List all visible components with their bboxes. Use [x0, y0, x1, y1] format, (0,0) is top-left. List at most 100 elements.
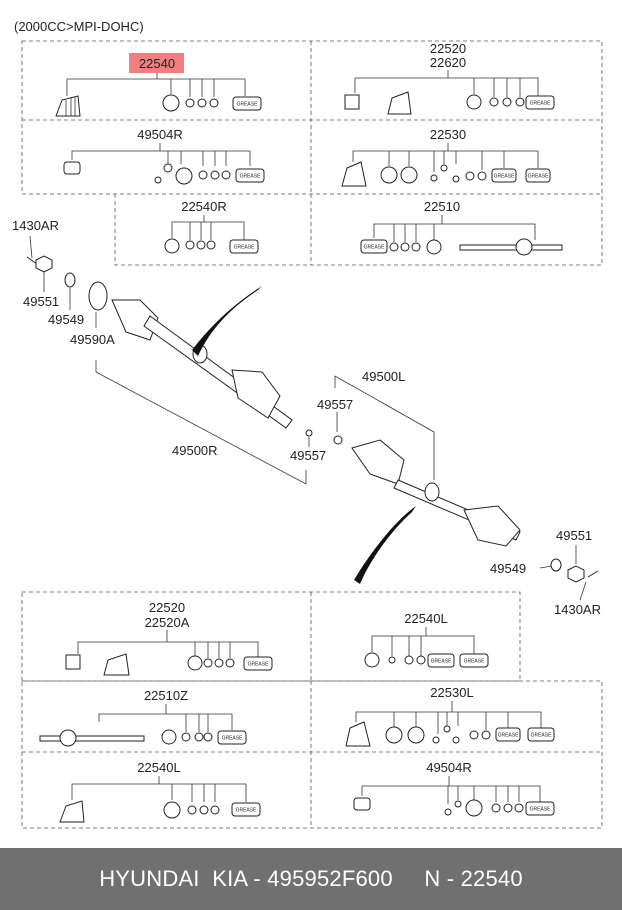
bottom-kit-group: 22520 22520A GREASE 22540L GREASE GREASE [21, 591, 603, 829]
kit-22530l-label: 22530L [430, 685, 473, 700]
part-number-caption: HYUNDAI KIA - 495952F600 N - 22540 [99, 866, 523, 891]
kit-22520-bottom[interactable]: 22520 22520A GREASE [65, 600, 273, 676]
kit-22530l[interactable]: 22530L GREASE GREASE [345, 685, 555, 747]
boot-icon [55, 95, 81, 117]
svg-text:GREASE: GREASE [530, 101, 552, 107]
inner-cv-joint-icon [351, 439, 405, 485]
kit-22540-top[interactable]: 22540 GREASE [55, 53, 262, 117]
section-marker-icon [192, 286, 262, 356]
grease-pack-icon [243, 656, 273, 671]
washer-icon [64, 272, 76, 288]
boot-icon [341, 161, 367, 187]
cotter-pin-icon [587, 570, 599, 578]
callout-49557-right[interactable]: 49557 [290, 448, 326, 463]
kit-49504r-bottom[interactable]: 49504R GREASE [353, 760, 555, 817]
kit-22530-top[interactable]: 22530 GREASE GREASE [341, 127, 551, 187]
cotter-pin-icon [26, 256, 38, 265]
splined-shaft-icon [459, 244, 563, 251]
svg-text:GREASE: GREASE [222, 736, 244, 742]
clamp-ring-icon [162, 94, 180, 112]
callout-1430ar-left[interactable]: 1430AR [554, 602, 601, 617]
kit-22520a-label: 22520A [145, 615, 190, 630]
kit-22520-top[interactable]: 22520 22620 GREASE [344, 41, 555, 115]
outer-cv-joint-icon [463, 505, 521, 547]
kit-22520-label: 22520 [430, 41, 466, 56]
bearing-icon [63, 161, 81, 175]
svg-text:GREASE: GREASE [248, 662, 270, 668]
clamp-ring-icon [466, 94, 482, 110]
kit-49504r-top[interactable]: 49504R GREASE [63, 127, 265, 185]
grease-pack-icon [217, 730, 247, 745]
kit-22520-bottom-label: 22520 [149, 600, 185, 615]
joint-housing-icon [65, 654, 81, 670]
callout-49549-left[interactable]: 49549 [490, 561, 526, 576]
cv-joint-icon [515, 238, 533, 256]
grease-pack-icon [427, 653, 455, 668]
kit-22540l-bottom[interactable]: 22540L GREASE [59, 760, 261, 823]
svg-text:GREASE: GREASE [494, 174, 516, 180]
grease-pack-icon [459, 653, 489, 668]
grease-pack-icon [495, 727, 521, 742]
damper-icon [424, 482, 440, 502]
callout-49551-right[interactable]: 49551 [23, 294, 59, 309]
kit-22540l-bottom-label: 22540L [137, 760, 180, 775]
ring-icon [333, 435, 343, 445]
kit-22510z[interactable]: 22510Z GREASE [39, 688, 247, 747]
grease-pack-icon [491, 168, 517, 183]
callout-49549-right[interactable]: 49549 [48, 312, 84, 327]
grease-pack-icon [231, 802, 261, 817]
boot-icon [345, 721, 371, 747]
kit-22540r-label: 22540R [181, 199, 227, 214]
grease-pack-icon [360, 239, 388, 254]
seal-ring-icon [88, 281, 108, 311]
highlight-box [129, 53, 184, 73]
grease-pack-icon [229, 239, 259, 254]
boot-icon [59, 800, 85, 823]
nut-icon [35, 255, 53, 273]
shaft-assemblies: 1430AR 49551 49549 49590A 49500R 49557 4… [12, 218, 601, 617]
svg-text:GREASE: GREASE [464, 659, 486, 665]
kit-49504r-label: 49504R [137, 127, 183, 142]
grease-pack-icon [525, 801, 555, 816]
kit-22540l-label: 22540L [404, 611, 447, 626]
svg-text:GREASE: GREASE [498, 733, 520, 739]
kit-22540l[interactable]: 22540L GREASE GREASE [364, 611, 489, 668]
washer-icon [550, 558, 562, 572]
kit-22540-label: 22540 [139, 56, 175, 71]
svg-text:GREASE: GREASE [236, 808, 258, 814]
grease-pack-icon [235, 168, 265, 183]
inner-cv-joint-icon [231, 369, 281, 419]
engine-spec-label: (2000CC>MPI-DOHC) [14, 19, 144, 34]
callout-1430ar-right[interactable]: 1430AR [12, 218, 59, 233]
kit-22620-label: 22620 [430, 55, 466, 70]
grease-pack-icon [527, 727, 555, 742]
svg-text:GREASE: GREASE [531, 733, 553, 739]
svg-text:GREASE: GREASE [431, 659, 453, 665]
boot-icon [103, 653, 130, 676]
svg-text:GREASE: GREASE [234, 245, 256, 251]
boot-icon [387, 91, 412, 115]
callout-49500l[interactable]: 49500L [362, 369, 405, 384]
nut-icon [567, 565, 585, 583]
ring-icon [209, 98, 219, 108]
svg-text:GREASE: GREASE [528, 174, 550, 180]
callout-49500r[interactable]: 49500R [172, 443, 218, 458]
exploded-parts-diagram: (2000CC>MPI-DOHC) 22540 GREASE 22520 226… [12, 19, 603, 829]
svg-text:GREASE: GREASE [240, 174, 262, 180]
callout-49551-left[interactable]: 49551 [556, 528, 592, 543]
splined-shaft-icon [39, 735, 145, 742]
svg-text:GREASE: GREASE [530, 807, 552, 813]
kit-22530-label: 22530 [430, 127, 466, 142]
svg-text:GREASE: GREASE [364, 245, 386, 251]
top-kit-group: 22540 GREASE 22520 22620 GREASE [21, 40, 603, 266]
grease-pack-icon [525, 168, 551, 183]
grease-pack-icon [232, 96, 262, 111]
kit-22510-label: 22510 [424, 199, 460, 214]
footer-bar: HYUNDAI KIA - 495952F600 N - 22540 [0, 848, 622, 910]
callout-49557-left[interactable]: 49557 [317, 397, 353, 412]
callout-49590a-right[interactable]: 49590A [70, 332, 115, 347]
kit-22540r[interactable]: 22540R GREASE [164, 199, 259, 254]
kit-22510z-label: 22510Z [144, 688, 188, 703]
kit-22510[interactable]: 22510 GREASE [360, 199, 563, 256]
ring-icon [197, 98, 207, 108]
